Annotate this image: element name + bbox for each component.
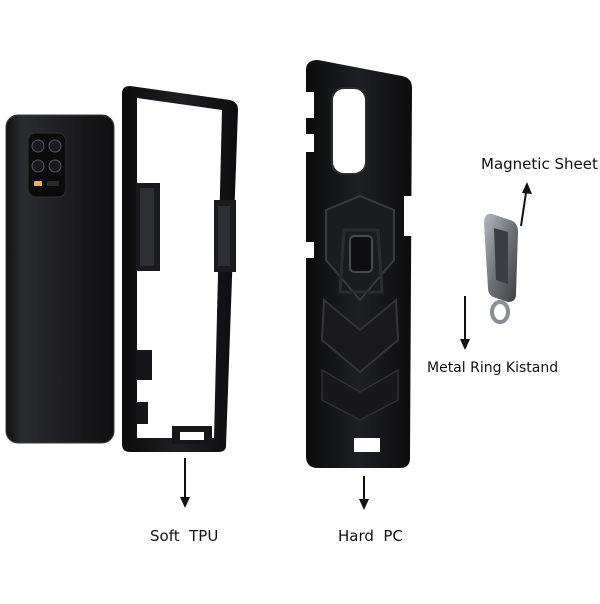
magnetic-sheet-label: Magnetic Sheet bbox=[481, 155, 598, 173]
arrow-down-icon bbox=[180, 458, 190, 508]
soft-tpu-label: Soft TPU bbox=[150, 527, 219, 545]
arrow-up-icon bbox=[520, 182, 532, 227]
hard-pc-label: Hard PC bbox=[338, 527, 403, 545]
metal-ring-kickstand bbox=[484, 213, 518, 324]
phone-back bbox=[5, 114, 115, 444]
arrow-down-icon bbox=[359, 476, 369, 510]
hard-pc-shell bbox=[306, 60, 412, 468]
arrow-down-icon bbox=[460, 296, 470, 350]
metal-ring-label: Metal Ring Kistand bbox=[427, 360, 559, 376]
soft-tpu-frame bbox=[122, 86, 238, 452]
